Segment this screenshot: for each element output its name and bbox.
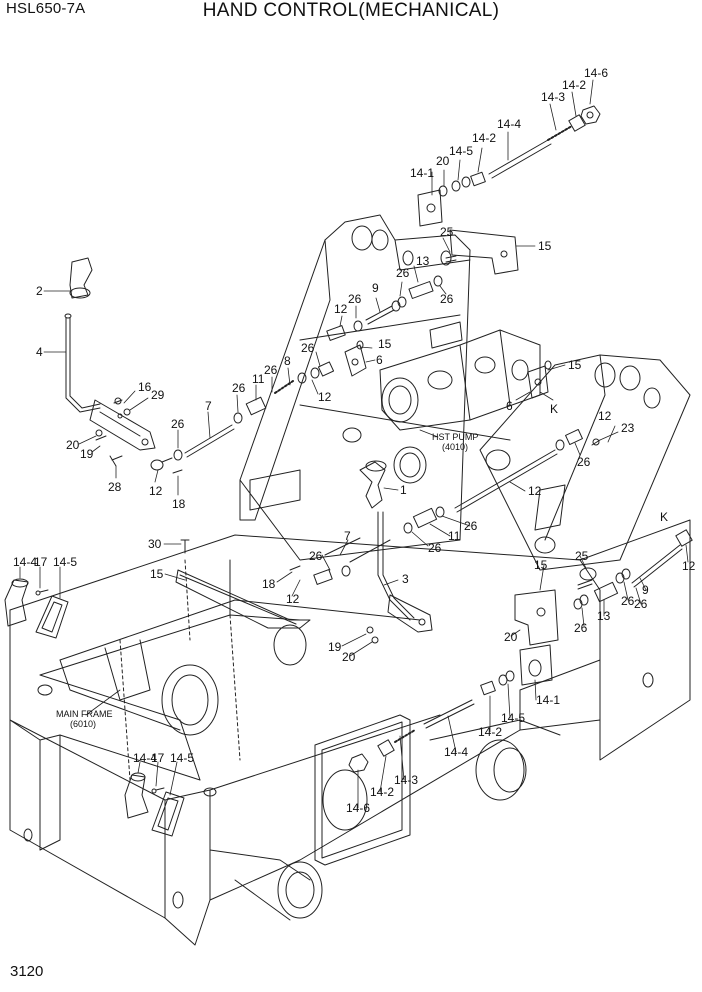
label-22-lever: 18	[172, 497, 186, 511]
main-frame-ref: (6010)	[70, 719, 96, 729]
boots-drawing	[4, 578, 185, 837]
label-18: 15	[150, 567, 164, 581]
label-19-left: 15	[378, 337, 392, 351]
label-11-upper: 11	[252, 372, 265, 386]
label-27-n: 26	[634, 597, 648, 611]
label-27-e: 26	[348, 292, 362, 306]
label-30: 29	[151, 388, 165, 402]
leader-lines	[19, 79, 689, 809]
label-13-lower: 13	[597, 609, 611, 623]
label-24-lower: 20	[342, 650, 356, 664]
label-16-upper: 14-4	[13, 555, 37, 569]
page-number: 3120	[10, 963, 44, 980]
main-frame-drawing	[9, 519, 691, 946]
label-12-upper: 12	[334, 302, 348, 316]
hst-pump-ref: (4010)	[442, 442, 468, 452]
label-27-f: 26	[396, 266, 410, 280]
label-24-upper: 20	[436, 154, 450, 168]
label-27-b: 26	[232, 381, 246, 395]
hand-lever-drawing	[64, 257, 183, 474]
label-9-upper: 9	[372, 281, 379, 295]
label-14-2-upper: 14-2	[472, 131, 496, 145]
label-14-2-top: 14-2	[562, 78, 586, 92]
label-29: 30	[148, 537, 162, 551]
label-23-lower: 19	[328, 640, 342, 654]
label-14-6-lower: 14-6	[346, 801, 370, 815]
label-23-left: 19	[80, 447, 94, 461]
label-15-lower: 15	[534, 558, 548, 572]
label-20: 16	[138, 380, 152, 394]
hst-pump-label: HST PUMP	[432, 432, 478, 442]
label-12-mid: 12	[318, 390, 332, 404]
label-12-lower: 12	[286, 592, 300, 606]
label-7-lower: 7	[344, 529, 351, 543]
label-27-k: 26	[309, 549, 323, 563]
label-22-lower: 18	[262, 577, 276, 591]
label-12-k: 12	[682, 559, 696, 573]
diagram-title: HAND CONTROL(MECHANICAL)	[202, 0, 500, 21]
label-1: 1	[400, 483, 407, 497]
label-11-lower: 11	[448, 529, 461, 543]
hst-pump-drawing	[379, 321, 541, 484]
label-28: 28	[108, 480, 122, 494]
label-27-l: 26	[621, 594, 635, 608]
label-14-1-lower: 14-1	[536, 693, 560, 707]
label-6-left: 6	[376, 353, 383, 367]
label-12-right: 12	[598, 409, 612, 423]
label-15-upper: 15	[538, 239, 552, 253]
label-26-upper: 25	[440, 225, 454, 239]
label-27-m: 26	[574, 621, 588, 635]
label-k-lower: K	[660, 510, 668, 524]
label-12-lever: 12	[149, 484, 163, 498]
label-24-left: 20	[66, 438, 80, 452]
label-25: 23	[621, 421, 635, 435]
label-17-lower: 14-5	[170, 751, 194, 765]
label-27-h: 26	[577, 455, 591, 469]
label-27-g: 26	[440, 292, 454, 306]
label-26-lower: 25	[575, 549, 589, 563]
label-6-right: 6	[506, 399, 513, 413]
label-14-3-upper: 14-3	[541, 90, 565, 104]
label-14-4-lower: 14-4	[444, 745, 468, 759]
right-lower-linkage-drawing	[348, 529, 693, 773]
label-21-lower: 17	[151, 751, 165, 765]
label-24-right: 20	[504, 630, 518, 644]
label-14-1-upper: 14-1	[410, 166, 434, 180]
label-14-5-lower: 14-5	[501, 711, 525, 725]
right-hand-lever-drawing	[175, 460, 433, 644]
label-8: 8	[284, 354, 291, 368]
label-16-lower: 14-4	[133, 751, 157, 765]
label-13-upper: 13	[416, 254, 430, 268]
model-number: HSL650-7A	[6, 0, 86, 17]
label-14-3-lower: 14-3	[394, 773, 418, 787]
label-14-2-bottom: 14-2	[370, 785, 394, 799]
label-27-i: 26	[428, 541, 442, 555]
label-27-j: 26	[464, 519, 478, 533]
label-10: 12	[528, 484, 542, 498]
label-14-4-upper: 14-4	[497, 117, 521, 131]
label-14-2-lower: 14-2	[478, 725, 502, 739]
right-tower-drawing	[479, 354, 691, 571]
part-number-labels: 2 4 16 29 20 19 28 12 18 26 7 26 11 26 8…	[13, 66, 696, 815]
label-21-upper: 17	[34, 555, 48, 569]
label-19-right: 15	[568, 358, 582, 372]
label-27-c: 26	[264, 363, 278, 377]
label-7-upper: 7	[205, 399, 212, 413]
label-14-6-upper: 14-6	[584, 66, 608, 80]
label-17-upper: 14-5	[53, 555, 77, 569]
label-k-upper: K	[550, 402, 558, 416]
label-3: 3	[402, 572, 409, 586]
main-frame-label: MAIN FRAME	[56, 709, 113, 719]
linkage-rods-drawing	[173, 105, 601, 563]
label-4: 4	[36, 345, 43, 359]
label-14-5-upper: 14-5	[449, 144, 473, 158]
label-2: 2	[36, 284, 43, 298]
label-27-a: 26	[171, 417, 185, 431]
label-9-lower: 9	[642, 583, 649, 597]
label-27-d: 26	[301, 341, 315, 355]
left-tower-drawing	[239, 214, 471, 561]
